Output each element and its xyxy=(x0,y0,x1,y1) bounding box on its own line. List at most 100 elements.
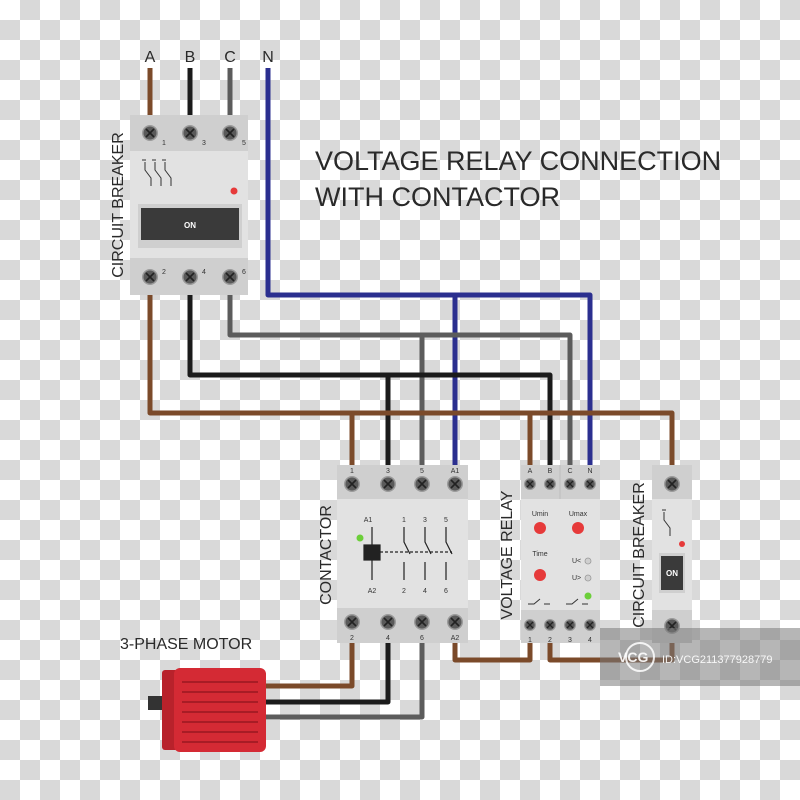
screw-icon xyxy=(181,124,199,142)
contactor-terminal-bottom-4: 4 xyxy=(386,635,390,642)
contactor-contact-label-1: 1 xyxy=(402,517,406,524)
contactor-terminal-top-3: 3 xyxy=(386,468,390,475)
watermark-brand: VCG xyxy=(618,649,648,665)
relay-power-indicator xyxy=(584,592,592,600)
main-breaker-terminal-6: 6 xyxy=(242,269,246,276)
screw-icon xyxy=(583,618,597,632)
phase-label-c: C xyxy=(224,49,236,66)
phase-label-a: A xyxy=(145,49,156,66)
relay-terminal-c: C xyxy=(567,468,572,475)
voltage-relay: A B C N 1 2 3 4 Umin Umax Time U< U> xyxy=(521,465,600,644)
contactor-terminal-top-1: 1 xyxy=(350,468,354,475)
three-phase-motor xyxy=(148,668,266,752)
contactor-terminal-top-a1: A1 xyxy=(451,468,460,475)
screw-icon xyxy=(523,618,537,632)
contactor-contact-label-6: 6 xyxy=(444,588,448,595)
relay-dial-time-label: Time xyxy=(532,551,547,558)
screw-icon xyxy=(663,475,681,493)
control-breaker-switch[interactable] xyxy=(661,556,683,590)
screw-icon xyxy=(181,268,199,286)
relay-terminal-4: 4 xyxy=(588,637,592,644)
wire-neutral xyxy=(265,68,593,468)
screw-icon xyxy=(543,477,557,491)
main-breaker-switch[interactable] xyxy=(141,208,239,240)
diagram-title-line2: WITH CONTACTOR xyxy=(315,182,560,212)
relay-terminal-1: 1 xyxy=(528,637,532,644)
screw-icon xyxy=(379,613,397,631)
screw-icon xyxy=(563,477,577,491)
main-circuit-breaker: ON 1 3 5 2 4 6 xyxy=(130,115,248,295)
screw-icon xyxy=(543,618,557,632)
main-breaker-label: CIRCUIT BREAKER xyxy=(110,132,127,278)
contactor-contact-label-4: 4 xyxy=(423,588,427,595)
screw-icon xyxy=(413,613,431,631)
control-breaker-label: CIRCUIT BREAKER xyxy=(631,482,648,628)
contactor-coil-icon xyxy=(363,527,400,580)
screw-icon xyxy=(221,268,239,286)
main-breaker-indicator xyxy=(230,187,238,195)
relay-terminal-3: 3 xyxy=(568,637,572,644)
screw-icon xyxy=(141,124,159,142)
contactor-contact-label-5: 5 xyxy=(444,517,448,524)
relay-over-voltage-label: U> xyxy=(572,575,581,582)
motor-label: 3-PHASE MOTOR xyxy=(120,636,252,653)
relay-over-voltage-indicator xyxy=(584,574,592,582)
contactor-coil-a1-label: A1 xyxy=(364,517,373,524)
relay-terminal-2: 2 xyxy=(548,637,552,644)
diagram-title-line1: VOLTAGE RELAY CONNECTION xyxy=(315,146,721,176)
phase-label-b: B xyxy=(185,49,196,66)
wire-motor-phase-c xyxy=(262,636,425,720)
contactor-contact-label-3: 3 xyxy=(423,517,427,524)
screw-icon xyxy=(221,124,239,142)
control-breaker-indicator xyxy=(679,541,685,547)
watermark-id: ID:VCG211377928779 xyxy=(662,654,773,666)
screw-icon xyxy=(141,268,159,286)
screw-icon xyxy=(563,618,577,632)
contactor-terminal-top-5: 5 xyxy=(420,468,424,475)
breaker-symbol-icon xyxy=(662,509,671,536)
wire-coil-a2-to-relay xyxy=(452,636,533,663)
breaker-symbol-icon xyxy=(142,159,172,186)
relay-terminal-b: B xyxy=(548,468,553,475)
wire-phase-b-out xyxy=(187,290,553,468)
relay-terminal-a: A xyxy=(528,468,533,475)
relay-under-voltage-label: U< xyxy=(572,558,581,565)
contactor-indicator xyxy=(356,534,364,542)
contactor: 1 3 5 A1 2 4 6 A2 A1 A2 1 3 5 2 4 6 xyxy=(337,465,468,643)
main-breaker-terminal-4: 4 xyxy=(202,269,206,276)
relay-contacts-icon xyxy=(528,598,588,605)
contactor-coil-a2-label: A2 xyxy=(368,588,377,595)
relay-under-voltage-indicator xyxy=(584,557,592,565)
control-circuit-breaker: ON xyxy=(652,465,692,643)
wires xyxy=(147,68,675,720)
contactor-terminal-bottom-a2: A2 xyxy=(451,635,460,642)
screw-icon xyxy=(343,475,361,493)
main-breaker-terminal-2: 2 xyxy=(162,269,166,276)
relay-time-dial[interactable] xyxy=(534,569,546,581)
wire-motor-phase-a xyxy=(262,636,355,689)
screw-icon xyxy=(523,477,537,491)
contactor-contact-label-2: 2 xyxy=(402,588,406,595)
contactor-contacts-icon xyxy=(400,527,453,580)
main-breaker-switch-label: ON xyxy=(184,221,196,230)
wire-phase-a-out xyxy=(147,290,675,468)
main-breaker-terminal-5: 5 xyxy=(242,140,246,147)
screw-icon xyxy=(379,475,397,493)
contactor-label: CONTACTOR xyxy=(318,505,335,605)
screw-icon xyxy=(343,613,361,631)
watermark: VCG ID:VCG211377928779 xyxy=(600,628,800,686)
screw-icon xyxy=(446,475,464,493)
contactor-terminal-bottom-2: 2 xyxy=(350,635,354,642)
wire-phase-c-out xyxy=(227,290,573,468)
screw-icon xyxy=(413,475,431,493)
relay-terminal-n: N xyxy=(587,468,592,475)
phase-label-n: N xyxy=(262,49,274,66)
main-breaker-terminal-1: 1 xyxy=(162,140,166,147)
screw-icon xyxy=(583,477,597,491)
wire-motor-phase-b xyxy=(262,636,391,705)
contactor-terminal-bottom-6: 6 xyxy=(420,635,424,642)
relay-umin-dial[interactable] xyxy=(534,522,546,534)
relay-dial-umax-label: Umax xyxy=(569,511,588,518)
relay-umax-dial[interactable] xyxy=(572,522,584,534)
